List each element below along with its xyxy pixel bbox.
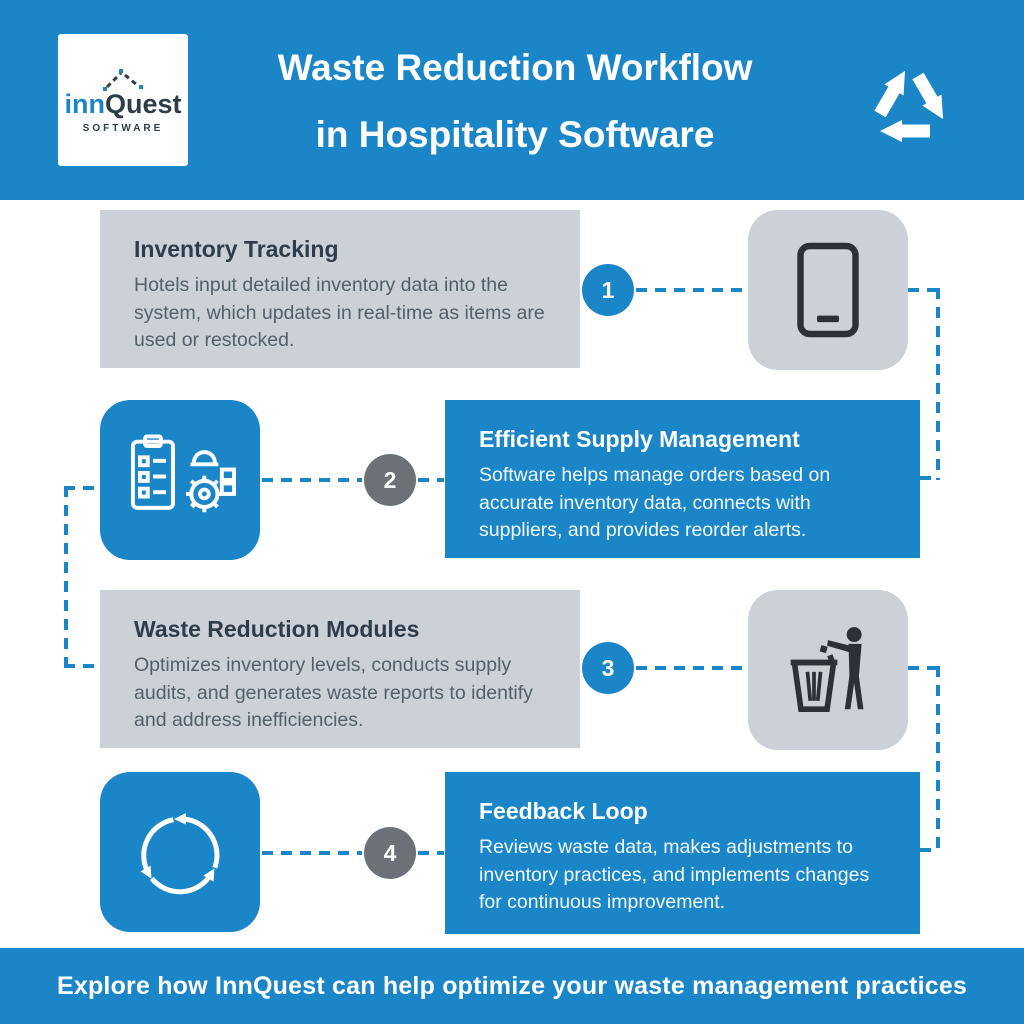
step-1-panel: Inventory Tracking Hotels input detailed… bbox=[100, 210, 580, 368]
step-1-body: Hotels input detailed inventory data int… bbox=[134, 274, 545, 352]
step-1-title: Inventory Tracking bbox=[134, 236, 339, 262]
step-2-icon-tile bbox=[100, 400, 260, 560]
recycle-icon bbox=[848, 38, 968, 158]
connector-2d bbox=[64, 486, 68, 668]
step-4-body: Reviews waste data, makes adjustments to… bbox=[479, 836, 870, 914]
connector-2c bbox=[64, 486, 98, 490]
connector-1b bbox=[908, 288, 940, 292]
connector-2e bbox=[64, 664, 98, 668]
connector-1d bbox=[920, 476, 938, 480]
step-1-number-badge: 1 bbox=[582, 264, 634, 316]
step-4-panel: Feedback Loop Reviews waste data, makes … bbox=[445, 772, 920, 934]
page-title-line1: Waste Reduction Workflow bbox=[277, 47, 753, 88]
connector-1a bbox=[636, 288, 746, 292]
step-2-title: Efficient Supply Management bbox=[479, 426, 800, 452]
innquest-logo: innQuest SOFTWARE bbox=[58, 34, 188, 166]
connector-3d bbox=[920, 848, 938, 852]
connector-3b bbox=[908, 666, 940, 670]
step-1-icon-tile bbox=[748, 210, 908, 370]
connector-4b bbox=[418, 851, 444, 855]
tablet-icon bbox=[797, 242, 859, 338]
brand-name: innQuest bbox=[64, 88, 182, 119]
step-3-icon-tile bbox=[748, 590, 908, 750]
logo-roof-icon bbox=[103, 68, 143, 91]
step-4-number-badge: 4 bbox=[364, 827, 416, 879]
step-2-body: Software helps manage orders based on ac… bbox=[479, 464, 831, 542]
step-3-body: Optimizes inventory levels, conducts sup… bbox=[134, 654, 533, 732]
footer-band: Explore how InnQuest can help optimize y… bbox=[0, 948, 1024, 1024]
page-title: Waste Reduction Workflow in Hospitality … bbox=[205, 34, 825, 169]
step-2-number-badge: 2 bbox=[364, 454, 416, 506]
connector-2b bbox=[418, 478, 444, 482]
connector-4a bbox=[262, 851, 362, 855]
connector-1c bbox=[936, 288, 940, 480]
footer-text: Explore how InnQuest can help optimize y… bbox=[56, 971, 968, 1000]
waste-disposal-icon bbox=[790, 627, 864, 712]
page-title-line2: in Hospitality Software bbox=[315, 114, 715, 156]
brand-name-inn: inn bbox=[64, 88, 105, 119]
connector-3c bbox=[936, 666, 940, 852]
step-3-title: Waste Reduction Modules bbox=[134, 616, 420, 642]
feedback-loop-icon bbox=[140, 812, 220, 895]
step-4-title: Feedback Loop bbox=[479, 798, 648, 824]
connector-2a bbox=[262, 478, 362, 482]
step-4-icon-tile bbox=[100, 772, 260, 932]
brand-software-label: SOFTWARE bbox=[82, 122, 164, 134]
step-3-number-badge: 3 bbox=[582, 642, 634, 694]
step-2-panel: Efficient Supply Management Software hel… bbox=[445, 400, 920, 558]
step-3-panel: Waste Reduction Modules Optimizes invent… bbox=[100, 590, 580, 748]
brand-name-quest: Quest bbox=[104, 88, 182, 119]
connector-3a bbox=[636, 666, 746, 670]
supply-management-icon bbox=[130, 434, 236, 513]
